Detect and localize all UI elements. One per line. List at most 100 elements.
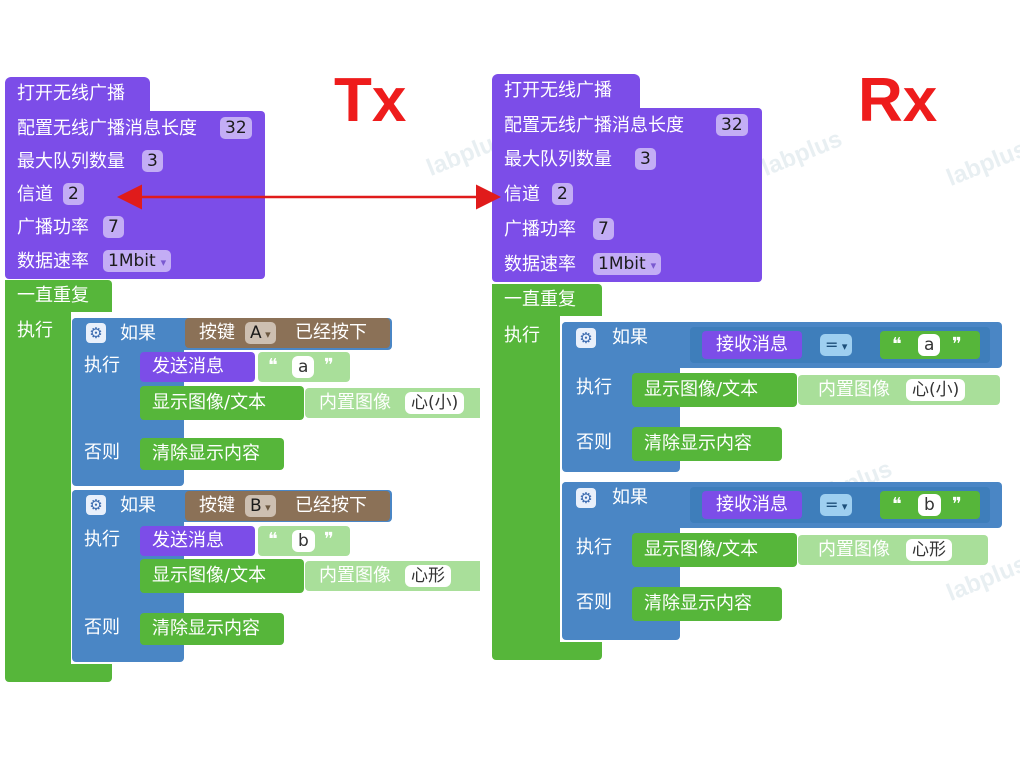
compare-block[interactable]: 接收消息 = ❝ a ❞ <box>690 327 990 363</box>
image-label: 内置图像 <box>319 565 391 586</box>
builtin-image-block[interactable]: 内置图像 心(小) <box>305 388 480 418</box>
send-message-block[interactable]: 发送消息 <box>140 352 255 382</box>
operator-dropdown[interactable]: = <box>820 334 853 356</box>
image-label: 内置图像 <box>319 392 391 413</box>
length-label: 配置无线广播消息长度 <box>504 115 684 136</box>
show-label: 显示图像/文本 <box>644 539 759 560</box>
key-label: 按键 <box>199 322 235 343</box>
tx-title: Tx <box>334 66 407 135</box>
string-value[interactable]: a <box>292 356 315 378</box>
queue-label: 最大队列数量 <box>17 151 125 172</box>
clear-display-block[interactable]: 清除显示内容 <box>140 438 284 470</box>
channel-label: 信道 <box>504 184 540 205</box>
builtin-image-block[interactable]: 内置图像 心形 <box>305 561 480 591</box>
channel-value[interactable]: 2 <box>63 183 84 205</box>
radio-open-block[interactable]: 打开无线广播 <box>492 74 640 108</box>
queue-value[interactable]: 3 <box>142 150 163 172</box>
show-image-block[interactable]: 显示图像/文本 <box>632 533 797 567</box>
show-image-block[interactable]: 显示图像/文本 <box>632 373 797 407</box>
length-value[interactable]: 32 <box>220 117 252 139</box>
radio-config-block[interactable]: 配置无线广播消息长度 32 最大队列数量 3 信道 2 广播功率 7 数据速率 … <box>492 108 762 282</box>
image-dropdown[interactable]: 心形 <box>405 565 451 587</box>
if-label: 如果 <box>120 323 156 344</box>
else-label: 否则 <box>84 442 120 463</box>
string-block[interactable]: ❝ b ❞ <box>880 491 980 519</box>
if-do-label: 执行 <box>576 537 612 558</box>
key-label: 按键 <box>199 495 235 516</box>
if-label: 如果 <box>612 327 648 348</box>
loop-do-label: 执行 <box>504 325 540 346</box>
rate-label: 数据速率 <box>17 251 89 272</box>
clear-label: 清除显示内容 <box>152 618 260 639</box>
rate-dropdown[interactable]: 1Mbit <box>593 253 662 275</box>
image-dropdown[interactable]: 心(小) <box>405 392 465 414</box>
forever-loop-block[interactable]: 一直重复 <box>5 280 112 312</box>
button-pressed-block[interactable]: 按键 A 已经按下 <box>185 318 390 348</box>
radio-open-label: 打开无线广播 <box>504 80 612 101</box>
loop-label: 一直重复 <box>17 285 89 306</box>
channel-value[interactable]: 2 <box>552 183 573 205</box>
queue-label: 最大队列数量 <box>504 149 612 170</box>
image-dropdown[interactable]: 心形 <box>906 539 952 561</box>
clear-display-block[interactable]: 清除显示内容 <box>140 613 284 645</box>
builtin-image-block[interactable]: 内置图像 心(小) <box>798 375 1000 405</box>
string-block[interactable]: ❝ a ❞ <box>880 331 980 359</box>
builtin-image-block[interactable]: 内置图像 心形 <box>798 535 988 565</box>
send-message-block[interactable]: 发送消息 <box>140 526 255 556</box>
show-image-block[interactable]: 显示图像/文本 <box>140 559 304 593</box>
gear-icon[interactable]: ⚙ <box>576 488 596 508</box>
clear-label: 清除显示内容 <box>152 443 260 464</box>
string-value[interactable]: b <box>292 530 315 552</box>
power-value[interactable]: 7 <box>103 216 124 238</box>
rate-dropdown[interactable]: 1Mbit <box>103 250 172 272</box>
radio-open-label: 打开无线广播 <box>17 83 125 104</box>
send-label: 发送消息 <box>152 356 224 377</box>
clear-display-block[interactable]: 清除显示内容 <box>632 427 782 461</box>
send-label: 发送消息 <box>152 530 224 551</box>
image-label: 内置图像 <box>818 379 890 400</box>
loop-do-label: 执行 <box>17 320 53 341</box>
receive-message-block[interactable]: 接收消息 <box>702 491 802 519</box>
string-value[interactable]: a <box>918 334 941 356</box>
loop-bottom <box>5 664 112 682</box>
if-label: 如果 <box>612 487 648 508</box>
if-label: 如果 <box>120 495 156 516</box>
length-value[interactable]: 32 <box>716 114 748 136</box>
key-dropdown[interactable]: A <box>245 322 276 344</box>
show-image-block[interactable]: 显示图像/文本 <box>140 386 304 420</box>
string-block[interactable]: ❝ a ❞ <box>258 352 350 382</box>
pressed-label: 已经按下 <box>295 322 367 343</box>
power-label: 广播功率 <box>17 217 89 238</box>
if-do-label: 执行 <box>84 529 120 550</box>
loop-side: 执行 <box>5 312 71 664</box>
key-dropdown[interactable]: B <box>245 495 276 517</box>
button-pressed-block[interactable]: 按键 B 已经按下 <box>185 491 390 521</box>
gear-icon[interactable]: ⚙ <box>86 495 106 515</box>
else-label: 否则 <box>576 592 612 613</box>
forever-loop-block[interactable]: 一直重复 <box>492 284 602 316</box>
rate-label: 数据速率 <box>504 254 576 275</box>
queue-value[interactable]: 3 <box>635 148 656 170</box>
image-label: 内置图像 <box>818 539 890 560</box>
show-label: 显示图像/文本 <box>152 392 267 413</box>
length-label: 配置无线广播消息长度 <box>17 118 197 139</box>
loop-side: 执行 <box>492 316 560 642</box>
power-value[interactable]: 7 <box>593 218 614 240</box>
operator-dropdown[interactable]: = <box>820 494 853 516</box>
receive-message-block[interactable]: 接收消息 <box>702 331 802 359</box>
string-value[interactable]: b <box>918 494 941 516</box>
image-dropdown[interactable]: 心(小) <box>906 379 966 401</box>
gear-icon[interactable]: ⚙ <box>86 323 106 343</box>
compare-block[interactable]: 接收消息 = ❝ b ❞ <box>690 487 990 523</box>
channel-label: 信道 <box>17 184 53 205</box>
clear-label: 清除显示内容 <box>644 593 752 614</box>
gear-icon[interactable]: ⚙ <box>576 328 596 348</box>
show-label: 显示图像/文本 <box>644 379 759 400</box>
loop-label: 一直重复 <box>504 289 576 310</box>
string-block[interactable]: ❝ b ❞ <box>258 526 350 556</box>
else-label: 否则 <box>84 617 120 638</box>
clear-display-block[interactable]: 清除显示内容 <box>632 587 782 621</box>
show-label: 显示图像/文本 <box>152 565 267 586</box>
radio-open-block[interactable]: 打开无线广播 <box>5 77 150 111</box>
